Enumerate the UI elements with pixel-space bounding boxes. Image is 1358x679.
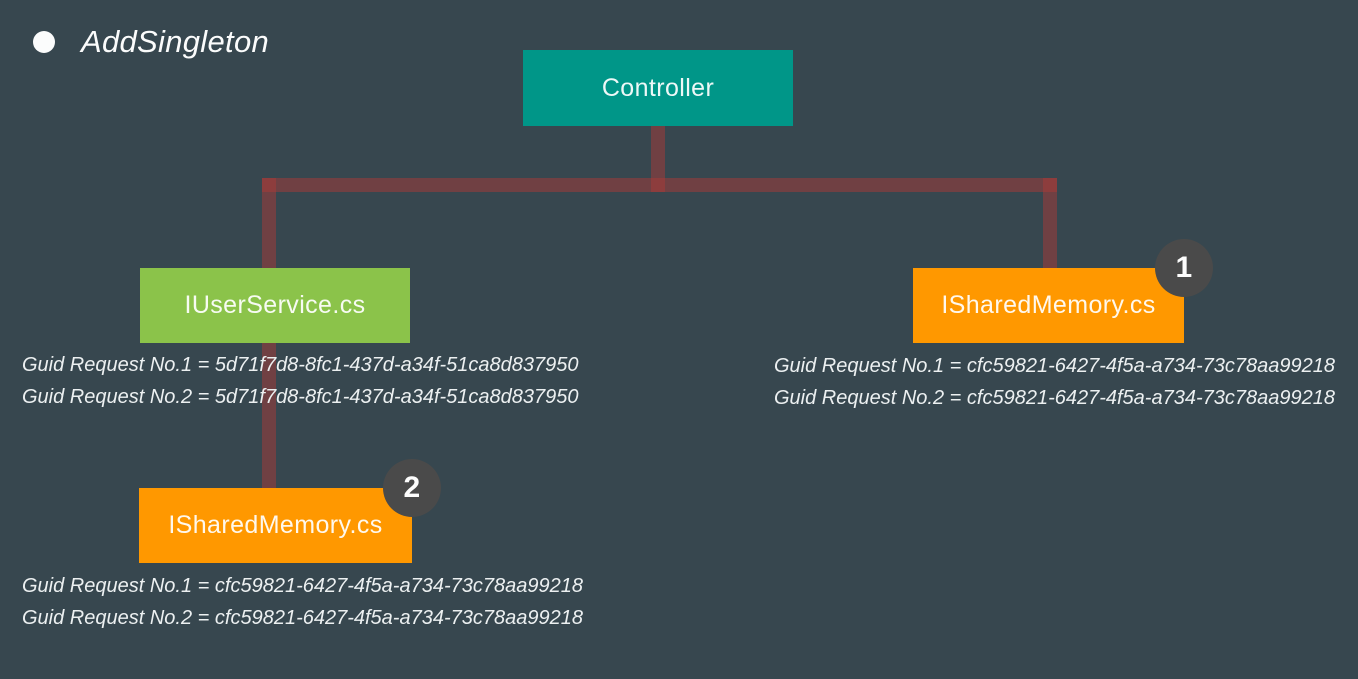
node-shared-memory-1-label: ISharedMemory.cs <box>941 291 1156 319</box>
connector-controller-stub <box>651 126 665 192</box>
node-shared-memory-1: ISharedMemory.cs 1 <box>913 239 1213 343</box>
badge-1: 1 <box>1155 239 1213 297</box>
slide-title-text: AddSingleton <box>81 24 270 59</box>
node-controller: Controller <box>523 50 793 126</box>
guid-line-2: Guid Request No.2 = 5d71f7d8-8fc1-437d-a… <box>22 386 579 408</box>
guid-line-1: Guid Request No.1 = 5d71f7d8-8fc1-437d-a… <box>22 354 579 376</box>
connector-horizontal-bar <box>262 178 1057 192</box>
node-user-service: IUserService.cs <box>140 268 410 343</box>
connector-right-drop <box>1043 178 1057 268</box>
node-user-service-label: IUserService.cs <box>184 291 366 319</box>
guid-line-2: Guid Request No.2 = cfc59821-6427-4f5a-a… <box>22 607 583 629</box>
node-controller-label: Controller <box>601 73 715 102</box>
bullet-icon <box>33 31 55 53</box>
slide-title: AddSingleton <box>33 24 269 60</box>
node-shared-memory-2-label: ISharedMemory.cs <box>168 511 383 539</box>
guid-line-1: Guid Request No.1 = cfc59821-6427-4f5a-a… <box>22 575 583 597</box>
guid-line-2: Guid Request No.2 = cfc59821-6427-4f5a-a… <box>774 387 1335 409</box>
guid-text-shared-memory-1: Guid Request No.1 = cfc59821-6427-4f5a-a… <box>774 350 1335 414</box>
guid-line-1: Guid Request No.1 = cfc59821-6427-4f5a-a… <box>774 355 1335 377</box>
node-shared-memory-2: ISharedMemory.cs 2 <box>139 459 441 563</box>
guid-text-user-service: Guid Request No.1 = 5d71f7d8-8fc1-437d-a… <box>22 349 579 413</box>
guid-text-shared-memory-2: Guid Request No.1 = cfc59821-6427-4f5a-a… <box>22 570 583 634</box>
badge-2: 2 <box>383 459 441 517</box>
